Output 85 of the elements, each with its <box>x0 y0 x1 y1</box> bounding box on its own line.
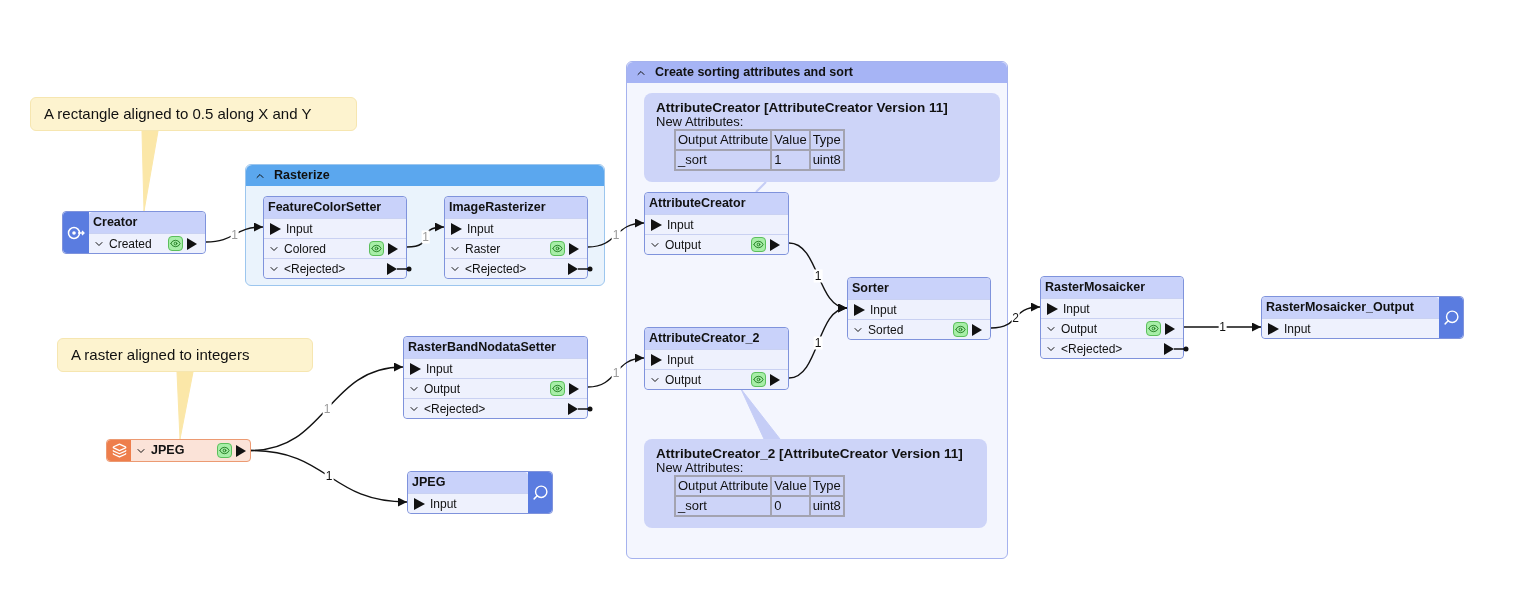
edge-label: 1 <box>1218 320 1227 334</box>
port-label: Input <box>467 220 495 238</box>
callout-pointer <box>176 371 194 440</box>
edge-label: 1 <box>813 269 823 282</box>
table-cell: uint8 <box>809 150 844 170</box>
transformer-box <box>847 277 991 340</box>
port-label: Output <box>1061 320 1099 338</box>
edge-label: 2 <box>1011 311 1020 324</box>
port-label: <Rejected> <box>284 260 347 278</box>
connector-arrow <box>587 219 645 248</box>
reader-name: JPEG <box>151 442 186 460</box>
edge-label: 1 <box>230 228 239 241</box>
port-label: Colored <box>284 240 328 258</box>
table-cell: uint8 <box>809 496 844 516</box>
annotation-note <box>57 338 313 372</box>
port-label: Input <box>426 360 454 378</box>
port-label: Input <box>1284 320 1312 338</box>
transformer-box <box>407 471 553 514</box>
transformer-name: RasterMosaicker_Output <box>1266 299 1414 317</box>
annotation-text: A rectangle aligned to 0.5 along X and Y <box>44 103 312 124</box>
port-label: <Rejected> <box>424 400 487 418</box>
connector-arrow <box>587 354 645 388</box>
port-label: Raster <box>465 240 502 258</box>
callout-pointer <box>740 388 781 440</box>
table-cell: Type <box>809 476 844 496</box>
port-label: Input <box>430 495 458 513</box>
table-cell: Output Attribute <box>675 130 772 150</box>
table-cell: Value <box>771 476 810 496</box>
table-cell: _sort <box>675 150 772 170</box>
edge-label: 1 <box>322 402 332 416</box>
port-label: <Rejected> <box>465 260 528 278</box>
transformer-box <box>644 327 789 390</box>
port-label: Input <box>286 220 314 238</box>
connector-arrow <box>205 222 264 243</box>
annotation-text: New Attributes: <box>656 115 745 129</box>
transformer-name: Creator <box>93 214 138 232</box>
table-cell: Type <box>809 130 844 150</box>
port-label: Output <box>665 236 703 254</box>
annotation-note <box>644 439 987 528</box>
port-label: Created <box>109 235 153 253</box>
connector-arrow <box>990 303 1041 329</box>
edge-label: 1 <box>324 469 334 483</box>
port-label: <Rejected> <box>1061 340 1124 358</box>
edge-label: 1 <box>421 230 430 244</box>
table-cell: 0 <box>771 496 810 516</box>
annotation-note <box>644 93 1000 182</box>
transformer-name: AttributeCreator <box>649 195 746 213</box>
port-label: Sorted <box>868 321 905 339</box>
edge-label: 1 <box>611 366 621 379</box>
table-cell: _sort <box>675 496 772 516</box>
table-cell: 1 <box>771 150 810 170</box>
annotation-title: AttributeCreator [AttributeCreator Version 11] <box>656 101 949 115</box>
connector-arrow <box>788 305 848 379</box>
transformer-name: AttributeCreator_2 <box>649 330 760 348</box>
transformer-name: ImageRasterizer <box>449 199 546 217</box>
annotation-title: AttributeCreator_2 [AttributeCreator Version 11] <box>656 447 964 461</box>
table-cell: Output Attribute <box>675 476 772 496</box>
transformer-box <box>644 192 789 255</box>
transformer-name: Sorter <box>852 280 889 298</box>
bookmark-group <box>626 61 1008 559</box>
port-label: Input <box>667 216 695 234</box>
transformer-box <box>62 211 206 254</box>
edge-label: 1 <box>611 228 621 242</box>
reader-box <box>106 439 251 462</box>
port-label: Input <box>1063 300 1091 318</box>
annotation-note <box>30 97 357 131</box>
transformer-name: RasterBandNodataSetter <box>408 339 556 357</box>
transformer-box <box>1261 296 1464 339</box>
bookmark-title: Create sorting attributes and sort <box>655 64 853 82</box>
annotation-text: A raster aligned to integers <box>71 344 250 365</box>
annotation-text: New Attributes: <box>656 461 745 475</box>
table-cell: Value <box>771 130 810 150</box>
bookmark-group <box>245 164 605 286</box>
connector-arrow <box>250 449 408 506</box>
transformer-name: JPEG <box>412 474 446 492</box>
transformer-name: FeatureColorSetter <box>268 199 382 217</box>
port-label: Output <box>424 380 462 398</box>
port-label: Input <box>667 351 695 369</box>
edge-label: 1 <box>813 336 823 350</box>
bookmark-title: Rasterize <box>274 167 330 185</box>
port-label: Input <box>870 301 898 319</box>
port-label: Output <box>665 371 703 389</box>
transformer-name: RasterMosaicker <box>1045 279 1146 297</box>
connector-arrow <box>1183 322 1262 332</box>
callout-pointer <box>141 130 159 212</box>
